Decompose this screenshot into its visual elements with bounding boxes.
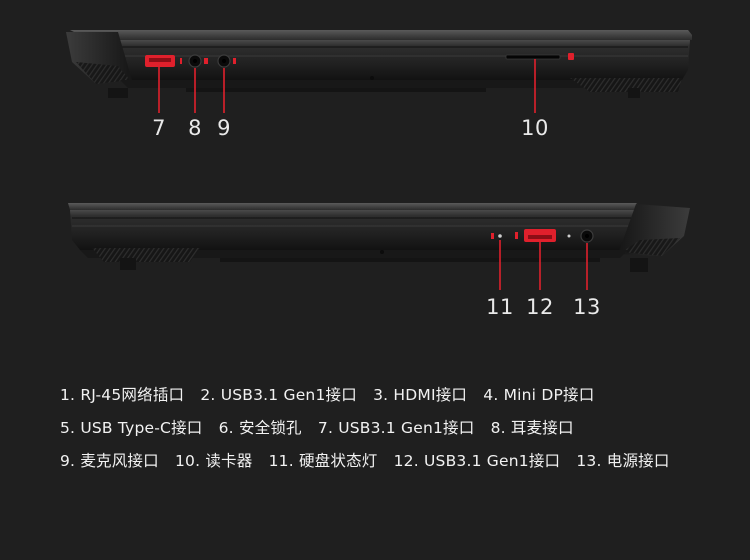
legend-item: 9. 麦克风接口	[60, 452, 159, 470]
callout-10: 10	[521, 116, 549, 140]
chassis-body	[70, 210, 640, 250]
legend-line-2: 5. USB Type-C接口 6. 安全锁孔 7. USB3.1 Gen1接口…	[60, 412, 720, 445]
legend-item: 11. 硬盘状态灯	[268, 452, 378, 470]
legend-item: 2. USB3.1 Gen1接口	[200, 386, 357, 404]
laptop-illustration	[66, 30, 692, 290]
foot	[120, 258, 136, 270]
legend-item: 12. USB3.1 Gen1接口	[393, 452, 561, 470]
legend-line-3: 9. 麦克风接口 10. 读卡器 11. 硬盘状态灯 12. USB3.1 Ge…	[60, 445, 720, 478]
power-port-13	[567, 229, 594, 243]
leader-lines-bottom	[499, 240, 588, 290]
lid-edge	[68, 203, 644, 210]
mic-jack-9	[217, 54, 236, 68]
foot	[108, 88, 128, 98]
legend-item: 1. RJ-45网络插口	[60, 386, 185, 404]
legend-item: 10. 读卡器	[174, 452, 253, 470]
callout-12: 12	[526, 295, 554, 319]
legend-item: 3. HDMI接口	[373, 386, 468, 404]
legend-item: 7. USB3.1 Gen1接口	[317, 419, 475, 437]
callout-13: 13	[573, 295, 601, 319]
laptop-side-views: 7 8 9 10 11 12 13	[66, 30, 692, 319]
callout-9: 9	[217, 116, 231, 140]
legend-item: 8. 耳麦接口	[490, 419, 574, 437]
callout-7: 7	[152, 116, 166, 140]
laptop-left-side	[66, 30, 692, 113]
legend-item: 13. 电源接口	[576, 452, 670, 470]
leader-lines-top	[158, 59, 536, 113]
laptop-right-side	[68, 203, 690, 290]
vent-grille	[92, 248, 200, 262]
lid-edge	[70, 30, 692, 40]
legend-line-1: 1. RJ-45网络插口 2. USB3.1 Gen1接口 3. HDMI接口 …	[60, 379, 720, 412]
hdd-led-11	[491, 233, 502, 239]
headset-jack-8	[188, 54, 208, 68]
port-legend: 1. RJ-45网络插口 2. USB3.1 Gen1接口 3. HDMI接口 …	[60, 379, 720, 478]
legend-item: 6. 安全锁孔	[218, 419, 302, 437]
chassis-body	[108, 40, 690, 80]
foot	[628, 88, 640, 98]
card-reader-10	[505, 53, 574, 60]
legend-item: 4. Mini DP接口	[483, 386, 595, 404]
callout-11: 11	[486, 295, 514, 319]
vent-grille	[570, 78, 682, 92]
callout-8: 8	[188, 116, 202, 140]
usb-port-12	[515, 229, 556, 242]
foot	[630, 258, 648, 272]
legend-item: 5. USB Type-C接口	[60, 419, 203, 437]
usb-port-7	[145, 55, 182, 67]
